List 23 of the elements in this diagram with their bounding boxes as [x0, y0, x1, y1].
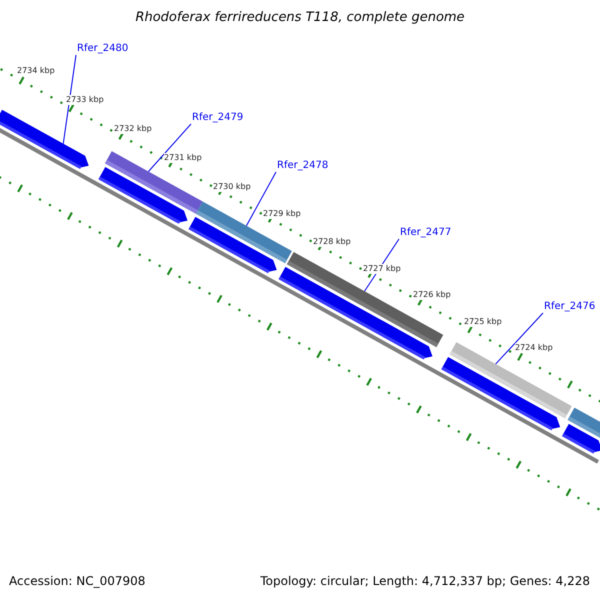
tick-label: 2733 kbp [66, 95, 104, 105]
leader-line [246, 172, 276, 226]
tick-label: 2724 kbp [515, 343, 553, 353]
gene-label: Rfer_2480 [77, 43, 128, 55]
leader-line [495, 312, 544, 364]
tick-label: 2730 kbp [213, 182, 251, 192]
tick-label: 2731 kbp [164, 153, 202, 163]
tick-label: 2726 kbp [413, 290, 451, 300]
tick-label: 2732 kbp [114, 124, 152, 134]
title: Rhodoferax ferrireducens T118, complete genome [135, 10, 465, 26]
tick-label: 2734 kbp [17, 66, 55, 76]
tick-label: 2728 kbp [313, 237, 351, 247]
tick-label: 2729 kbp [263, 209, 301, 219]
genome-info-text: Topology: circular; Length: 4,712,337 bp; Genes: 4,228 [260, 574, 590, 588]
gene-label: Rfer_2478 [277, 160, 328, 172]
gene-label: Rfer_2477 [400, 227, 452, 239]
tick-label: 2727 kbp [363, 264, 401, 274]
tick-label: 2725 kbp [464, 317, 502, 327]
accession-text: Accession: NC_007908 [9, 574, 146, 588]
leader-line [148, 124, 192, 172]
gene-label: Rfer_2479 [192, 112, 244, 124]
gene-label: Rfer_2476 [544, 301, 596, 313]
cds-feature [0, 110, 89, 170]
